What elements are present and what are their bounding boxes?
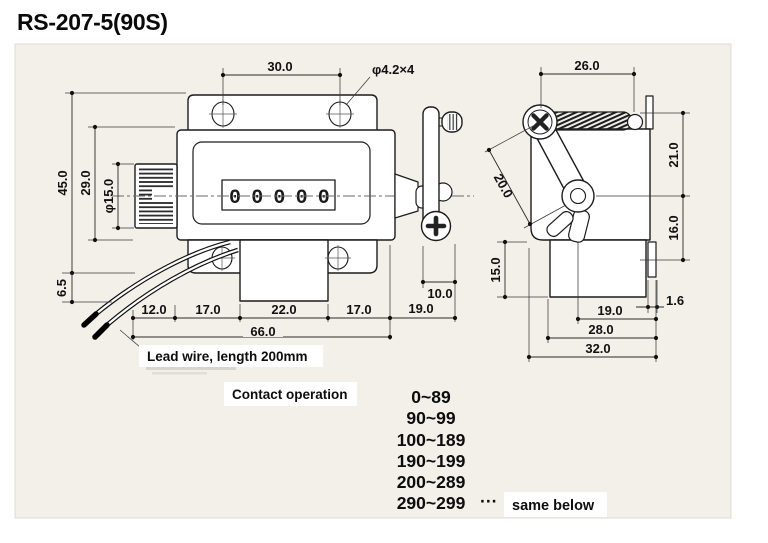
dim-body-height: 29.0 — [78, 170, 93, 195]
wire-tip — [81, 311, 99, 328]
lever-top-knob-knurling — [447, 114, 459, 130]
front-view: 00000 — [81, 94, 474, 340]
page-title: RS-207-5(90S) — [17, 9, 168, 35]
dim-overall-height: 45.0 — [55, 170, 70, 195]
lead-wire-label: Lead wire, length 200mm — [147, 349, 308, 364]
count-lever-assembly — [394, 106, 474, 242]
dim-width-19: 19.0 — [597, 303, 622, 318]
counter-digits: 00000 — [229, 187, 340, 210]
phillips-screw-icon — [425, 215, 447, 237]
return-spring — [545, 111, 633, 131]
dim-lever-offset: 10.0 — [427, 286, 452, 301]
contact-operation-label-box — [224, 382, 357, 406]
rear-housing-block — [239, 239, 329, 302]
range-row-4: 190~199 — [397, 451, 466, 471]
lead-wire-label-box — [139, 345, 323, 367]
side-plate-lower — [647, 241, 657, 278]
front-top-flange — [187, 94, 378, 134]
dim-lower-height: 16.0 — [666, 215, 681, 240]
dim-width-32: 32.0 — [585, 341, 610, 356]
spring-anchor-pin — [626, 113, 644, 131]
range-row-2: 90~99 — [406, 408, 455, 428]
erased-text-artifact — [152, 372, 207, 375]
range-ellipsis: ··· — [480, 491, 497, 511]
dim-seg-17b: 17.0 — [346, 302, 371, 317]
dim-seg-12: 12.0 — [141, 302, 166, 317]
side-dimensions: 26.0 20.0 21.0 16.0 15.0 1.6 19.0 28.0 3… — [484, 58, 690, 362]
front-dimensions: 30.0 φ4.2×4 45.0 29.0 φ15.0 6.5 12.0 17.… — [54, 59, 458, 340]
pivot-boss — [561, 179, 595, 213]
phillips-screw-icon — [531, 113, 549, 131]
dim-seg-17a: 17.0 — [195, 302, 220, 317]
dim-width-28: 28.0 — [588, 322, 613, 337]
dim-hole-pitch: 30.0 — [267, 59, 292, 74]
range-row-3: 100~189 — [397, 430, 466, 450]
erased-text-artifact — [146, 366, 236, 370]
pivot-tab — [546, 211, 574, 237]
reset-knob-highlight — [152, 188, 173, 202]
dim-upper-height: 21.0 — [666, 142, 681, 167]
dim-hole-spec: φ4.2×4 — [372, 62, 415, 77]
same-below-label-box — [504, 492, 607, 517]
dim-knob-diameter: φ15.0 — [101, 179, 116, 214]
side-view — [522, 95, 657, 324]
side-plate-upper — [645, 95, 654, 130]
lead-wire-note: Lead wire, length 200mm — [119, 329, 323, 375]
screw-head-ring — [527, 109, 553, 135]
contact-operation-section: Contact operation 0~89 90~99 100~189 190… — [224, 382, 607, 517]
range-row-6: 290~299 — [397, 493, 466, 513]
range-row-1: 0~89 — [411, 387, 451, 407]
dim-base-height: 15.0 — [488, 257, 503, 282]
pivot-hole — [569, 187, 587, 205]
dim-wire-drop: 6.5 — [54, 279, 69, 297]
same-below-label: same below — [512, 498, 595, 514]
range-row-5: 200~289 — [397, 472, 466, 492]
shaft-boss — [394, 173, 419, 219]
wire-tip — [92, 322, 110, 340]
dim-plate-thickness: 1.6 — [666, 293, 684, 308]
digit-window — [221, 179, 336, 211]
lever-arm-front — [422, 106, 440, 230]
dim-side-top-width: 26.0 — [574, 58, 599, 73]
dim-overall-width: 66.0 — [250, 324, 275, 339]
dim-seg-22: 22.0 — [271, 302, 296, 317]
contact-operation-label: Contact operation — [232, 387, 348, 402]
dim-seg-19: 19.0 — [408, 301, 433, 316]
side-base-block — [549, 239, 647, 298]
